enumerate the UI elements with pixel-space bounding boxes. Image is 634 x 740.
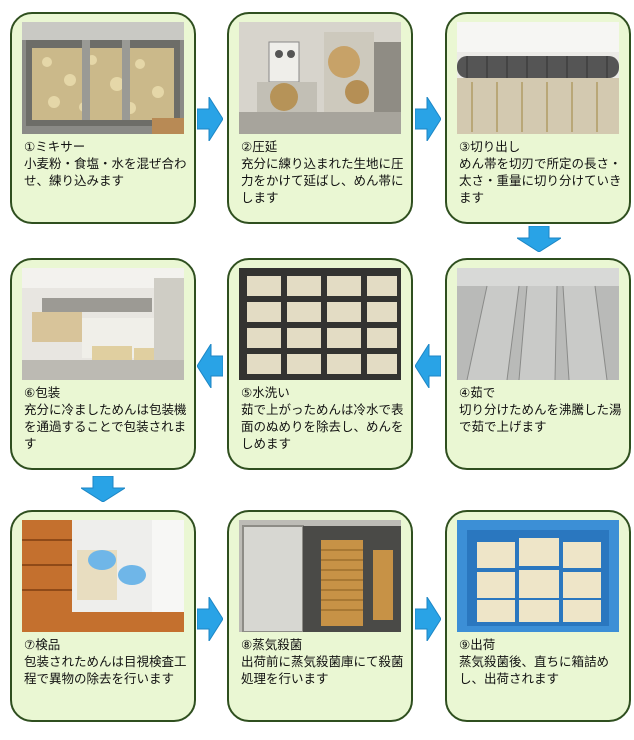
step-description: 茹で上がっためんは冷水で表面のぬめりを除去し、めんをしめます — [241, 402, 404, 451]
step-title: ②圧延 — [241, 139, 278, 154]
mixer-photo — [22, 22, 184, 134]
step-description: 小麦粉・食塩・水を混ぜ合わせ、練り込みます — [24, 156, 187, 188]
step-title: ⑦検品 — [24, 637, 61, 652]
step-card-inspection: ⑦検品 包装されためんは目視検査工程で異物の除去を行います — [10, 510, 196, 722]
step-card-sterilization: ⑧蒸気殺菌 出荷前に蒸気殺菌庫にて殺菌処理を行います — [227, 510, 413, 722]
step-description: 充分に冷ましためんは包装機を通過することで包装されます — [24, 402, 187, 451]
step-card-mixer: ①ミキサー 小麦粉・食塩・水を混ぜ合わせ、練り込みます — [10, 12, 196, 224]
step-description: 切り分けためんを沸騰した湯で茹で上げます — [459, 402, 622, 434]
arrow-down-icon — [81, 476, 125, 502]
step-description: 出荷前に蒸気殺菌庫にて殺菌処理を行います — [241, 654, 404, 686]
step-card-washing: ⑤水洗い 茹で上がっためんは冷水で表面のぬめりを除去し、めんをしめます — [227, 258, 413, 470]
arrow-down-icon — [517, 226, 561, 252]
step-description: 包装されためんは目視検査工程で異物の除去を行います — [24, 654, 187, 686]
step-description: 充分に練り込まれた生地に圧力をかけて延ばし、めん帯にします — [241, 156, 404, 205]
step-card-cutting: ③切り出し めん帯を切刃で所定の長さ・太さ・重量に切り分けていきます — [445, 12, 631, 224]
arrow-left-icon — [197, 344, 223, 388]
step-title: ①ミキサー — [24, 139, 86, 154]
step-card-rolling: ②圧延 充分に練り込まれた生地に圧力をかけて延ばし、めん帯にします — [227, 12, 413, 224]
arrow-right-icon — [415, 597, 441, 641]
steam-sterilizer-photo — [239, 520, 401, 632]
step-description: めん帯を切刃で所定の長さ・太さ・重量に切り分けていきます — [459, 156, 622, 205]
arrow-left-icon — [415, 344, 441, 388]
arrow-right-icon — [197, 597, 223, 641]
packaging-machine-photo — [22, 268, 184, 380]
cutting-machine-photo — [457, 22, 619, 134]
step-title: ⑥包装 — [24, 385, 61, 400]
step-title: ⑨出荷 — [459, 637, 496, 652]
washing-tray-photo — [239, 268, 401, 380]
step-card-boiling: ④茹で 切り分けためんを沸騰した湯で茹で上げます — [445, 258, 631, 470]
step-description: 蒸気殺菌後、直ちに箱詰めし、出荷されます — [459, 654, 610, 686]
step-card-packaging: ⑥包装 充分に冷ましためんは包装機を通過することで包装されます — [10, 258, 196, 470]
arrow-right-icon — [197, 97, 223, 141]
arrow-right-icon — [415, 97, 441, 141]
shipping-crate-photo — [457, 520, 619, 632]
step-title: ③切り出し — [459, 139, 521, 154]
inspection-photo — [22, 520, 184, 632]
step-title: ⑧蒸気殺菌 — [241, 637, 303, 652]
rolling-machine-photo — [239, 22, 401, 134]
step-title: ⑤水洗い — [241, 385, 290, 400]
boiling-tank-photo — [457, 268, 619, 380]
step-card-shipping: ⑨出荷 蒸気殺菌後、直ちに箱詰めし、出荷されます — [445, 510, 631, 722]
step-title: ④茹で — [459, 385, 496, 400]
